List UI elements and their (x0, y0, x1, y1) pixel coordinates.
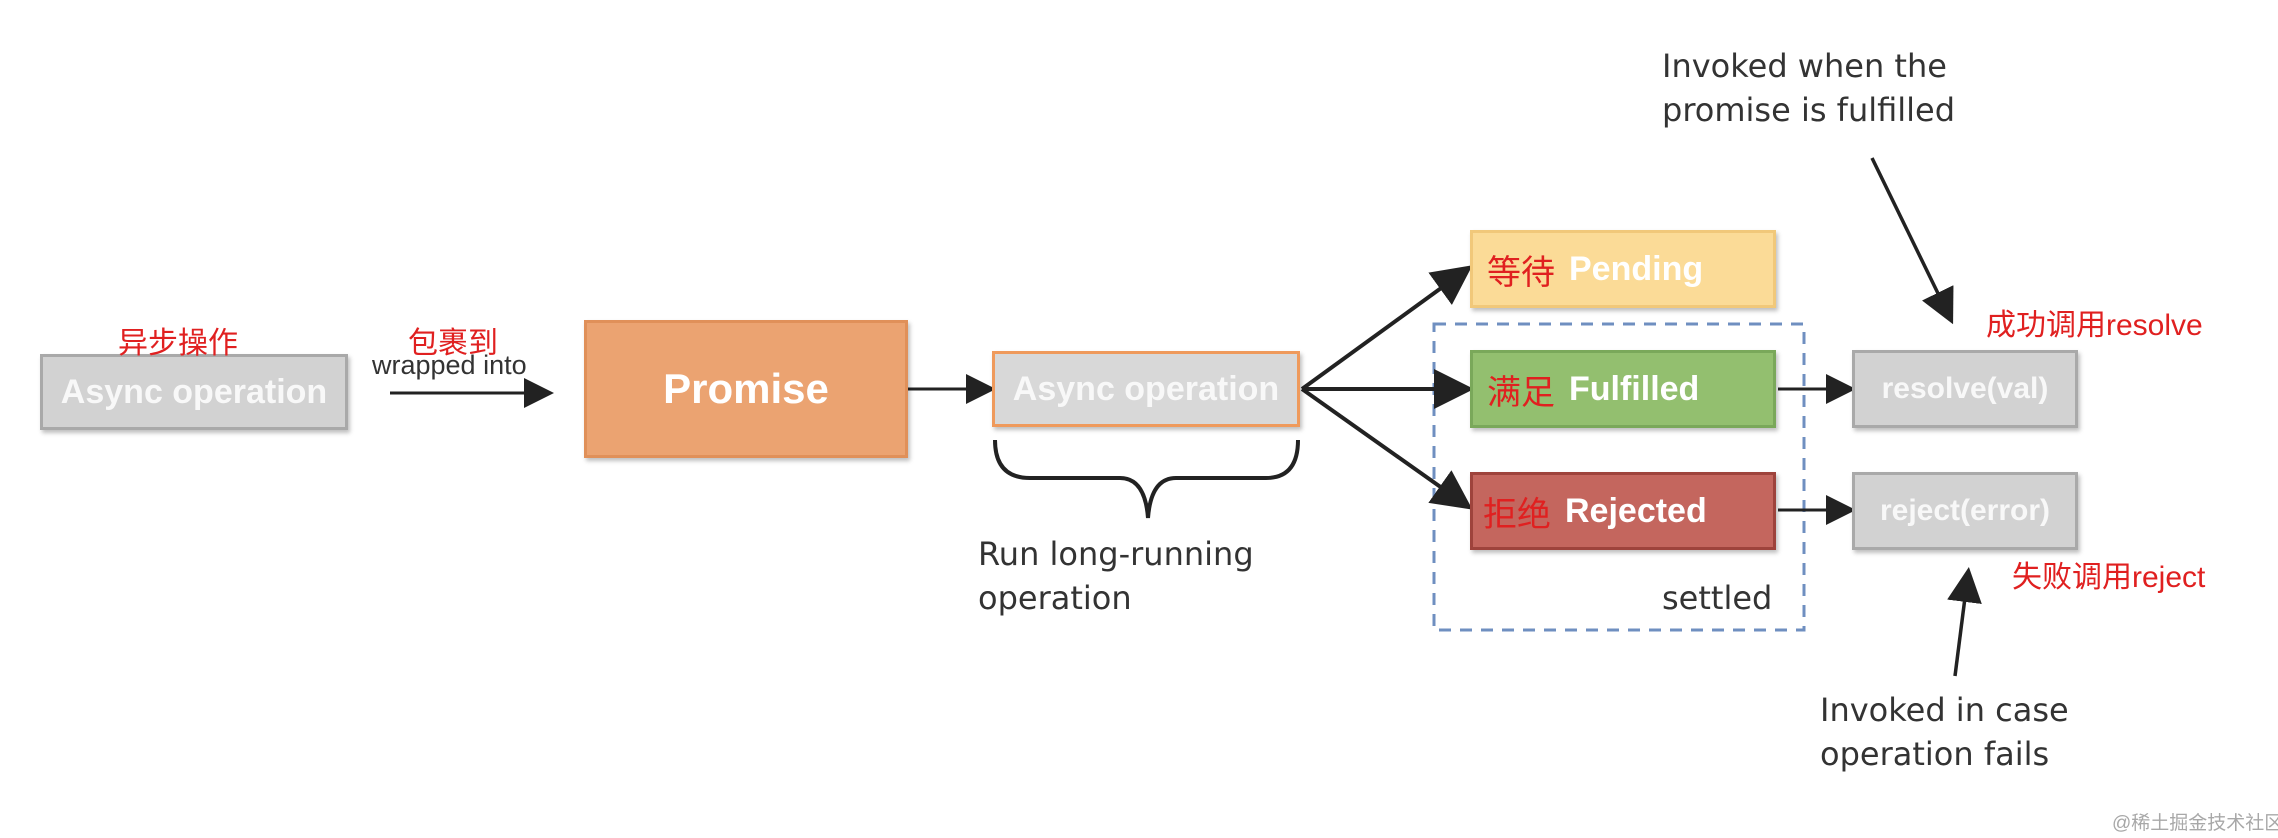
reject-box: reject(error) (1852, 472, 2078, 550)
invoked-fulfilled-arrow (1870, 157, 1954, 325)
promise-label: Promise (663, 365, 829, 412)
promise-box: Promise (584, 320, 908, 458)
run-long-running-label: Run long-running operation (978, 535, 1254, 617)
long-running-brace (993, 439, 1300, 519)
wrapped-zh-label: 包裹到 (408, 327, 498, 360)
reject-zh-label: 失败调用reject (2012, 561, 2206, 594)
async-operation-mid-label: Async operation (1012, 369, 1280, 408)
fulfilled-zh-label: 满足 (1487, 373, 1555, 412)
resolve-zh-label: 成功调用resolve (1986, 309, 2203, 342)
resolve-box: resolve(val) (1852, 350, 2078, 428)
async-operation-left-label: Async operation (60, 372, 328, 411)
async-operation-mid: Async operation (992, 351, 1300, 427)
invoked-fulfilled-label: Invoked when the promise is fulfilled (1662, 47, 1956, 129)
to-pending-arrow (1300, 265, 1473, 391)
invoked-fails-label: Invoked in case operation fails (1820, 691, 2069, 773)
rejected-label: Rejected (1565, 491, 1707, 530)
invoked-fails-arrow (1947, 567, 1982, 677)
pending-zh-label: 等待 (1487, 253, 1555, 292)
watermark: @稀土掘金技术社区 (2112, 813, 2278, 834)
async-zh-label: 异步操作 (118, 327, 238, 360)
to-rejected-arrow (1300, 387, 1473, 510)
wrapped-into-label: wrapped into (372, 350, 527, 380)
rejected-zh-label: 拒绝 (1483, 495, 1551, 534)
fulfilled-label: Fulfilled (1569, 369, 1700, 408)
rejected-state: 拒绝 Rejected (1470, 472, 1776, 550)
reject-label: reject(error) (1879, 494, 2051, 527)
resolve-label: resolve(val) (1881, 372, 2049, 405)
pending-label: Pending (1569, 249, 1704, 288)
async-operation-left: Async operation (40, 354, 348, 430)
pending-state: 等待 Pending (1470, 230, 1776, 308)
settled-label: settled (1662, 579, 1773, 617)
fulfilled-state: 满足 Fulfilled (1470, 350, 1776, 428)
